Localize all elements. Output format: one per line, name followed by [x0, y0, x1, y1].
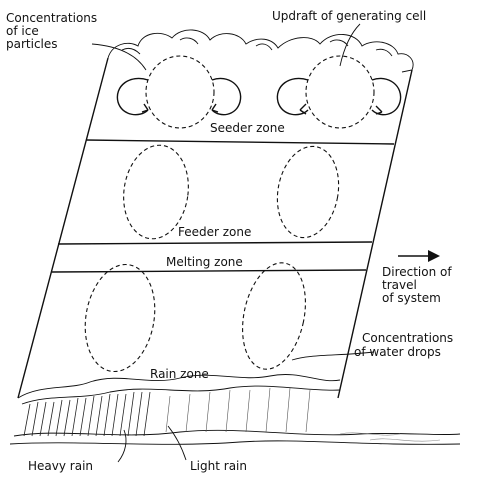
- labels: Concentrations of ice particles Updraft …: [6, 9, 453, 473]
- label-water-drops-1: Concentrations: [362, 331, 453, 345]
- label-direction-3: of system: [382, 291, 441, 305]
- label-direction-2: travel: [382, 278, 417, 292]
- label-heavy-rain: Heavy rain: [28, 459, 93, 473]
- rain-shafts: [9, 374, 461, 445]
- label-light-rain: Light rain: [190, 459, 247, 473]
- cloud-top: [107, 29, 414, 73]
- rain-zone-drops: [84, 262, 306, 373]
- label-ice-particles-3: particles: [6, 37, 58, 51]
- label-seeder-zone: Seeder zone: [210, 121, 285, 135]
- generating-cell-left: [116, 55, 242, 129]
- leader-lines: [91, 23, 375, 463]
- label-direction-1: Direction of: [382, 265, 452, 279]
- system-frame: [17, 57, 413, 399]
- label-ice-particles-2: of ice: [6, 24, 39, 38]
- direction-arrow-icon: [398, 250, 440, 262]
- label-updraft: Updraft of generating cell: [272, 9, 426, 23]
- zone-boundaries: [51, 139, 395, 273]
- label-water-drops-2: of water drops: [354, 345, 441, 359]
- label-ice-particles-1: Concentrations: [6, 11, 97, 25]
- feeder-zone-drops: [123, 144, 340, 240]
- label-melting-zone: Melting zone: [166, 255, 243, 269]
- label-rain-zone: Rain zone: [150, 367, 209, 381]
- label-feeder-zone: Feeder zone: [178, 225, 251, 239]
- generating-cell-right: [276, 55, 402, 129]
